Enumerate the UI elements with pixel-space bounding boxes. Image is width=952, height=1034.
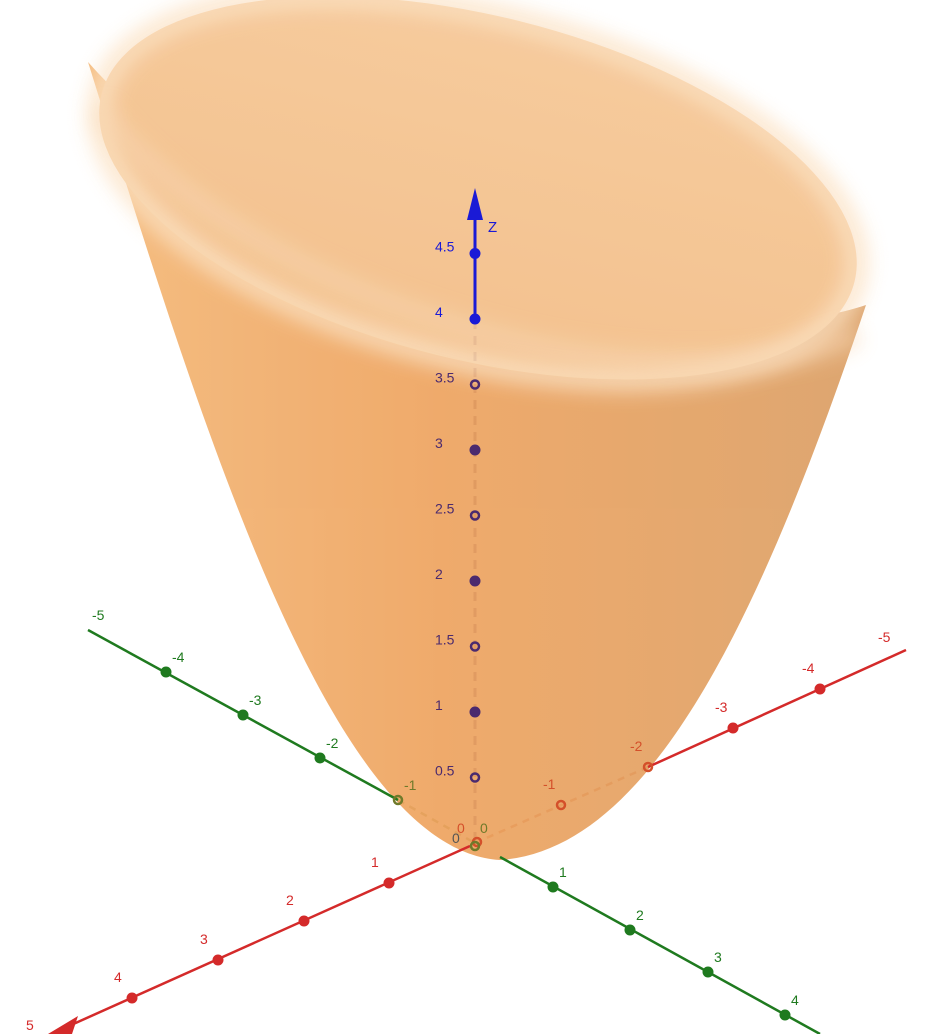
y-tick-4-label: 4 [791,992,799,1008]
x-tick-2-label: 2 [286,892,294,908]
z-tick-4-marker [469,313,481,325]
z-tick-1-label: 1 [435,697,443,713]
z-tick-4-label: 4 [435,304,443,320]
y-axis-line-front [499,855,821,1034]
y-tick-2-label: 2 [636,907,644,923]
surface-rim-band [92,103,862,373]
y-tick-2-marker [624,924,636,936]
z-tick-4.5-marker [469,248,481,259]
z-tick-2.5-label: 2.5 [435,501,455,517]
y-tick--2-marker [314,752,326,764]
x-tick-3-marker [212,954,224,966]
axis-ticks: -5 -4 -3 -2 -1 1 2 3 4 5 -5 -4 -3 -2 -1 1 2 3 4 0.5 1 1.5 2 2.5… [26,239,891,1034]
z-tick-3.5-marker [469,379,481,390]
origin-label: 0 [452,830,460,846]
y-tick-3-label: 3 [714,949,722,965]
y-tick--4-marker [160,666,172,678]
x-tick-1-marker [383,877,395,889]
y-tick-4-marker [779,1009,791,1021]
y-origin-label: 0 [480,820,488,836]
z-tick-0.5-marker [469,772,481,783]
x-tick--2-marker [642,761,654,773]
x-tick-4-marker [126,992,138,1004]
x-tick--4-label: -4 [802,660,815,676]
z-tick-3-label: 3 [435,435,443,451]
x-tick--5-label: -5 [878,629,891,645]
x-tick--1-marker [555,799,567,811]
z-tick-2-marker [469,575,481,587]
z-tick-2.5-marker [469,510,481,521]
z-tick-1.5-label: 1.5 [435,632,455,648]
y-tick-1-label: 1 [559,864,567,880]
z-axis-label: Z [488,219,497,236]
surface-rim-highlight [88,0,868,391]
x-axis-line-back [647,648,907,769]
z-tick-3-marker [469,444,481,456]
z-tick-1-marker [469,706,481,718]
x-axis-line-front [59,844,471,1032]
y-tick--2-label: -2 [326,735,339,751]
y-tick--3-marker [237,709,249,721]
surface-inner-opening [99,0,857,380]
x-tick-1-label: 1 [371,854,379,870]
y-tick--1-marker [392,794,404,806]
y-tick--3-label: -3 [249,692,262,708]
y-tick-3-marker [702,966,714,978]
x-tick-3-label: 3 [200,931,208,947]
x-tick-2-marker [298,915,310,927]
x-tick--2-label: -2 [630,738,643,754]
z-tick-1.5-marker [469,641,481,652]
y-tick--1-label: -1 [404,777,417,793]
x-tick--1-label: -1 [543,776,556,792]
x-tick-4-label: 4 [114,969,122,985]
z-tick-2-label: 2 [435,566,443,582]
y-tick--4-label: -4 [172,649,185,665]
paraboloid-surface [88,0,868,860]
y-tick-1-marker [547,881,559,893]
y-tick--5-label: -5 [92,607,105,623]
x-tick-5-label: 5 [26,1017,34,1033]
x-tick--3-marker [727,722,739,734]
y-origin-marker [469,840,481,852]
x-tick--4-marker [814,683,826,695]
z-tick-0.5-label: 0.5 [435,763,455,779]
z-axis-arrowhead [467,188,483,220]
x-axis-arrowhead [48,1016,78,1034]
x-origin-label: 0 [457,820,465,836]
z-tick-4.5-label: 4.5 [435,239,455,255]
x-tick--3-label: -3 [715,699,728,715]
z-tick-3.5-label: 3.5 [435,370,455,386]
